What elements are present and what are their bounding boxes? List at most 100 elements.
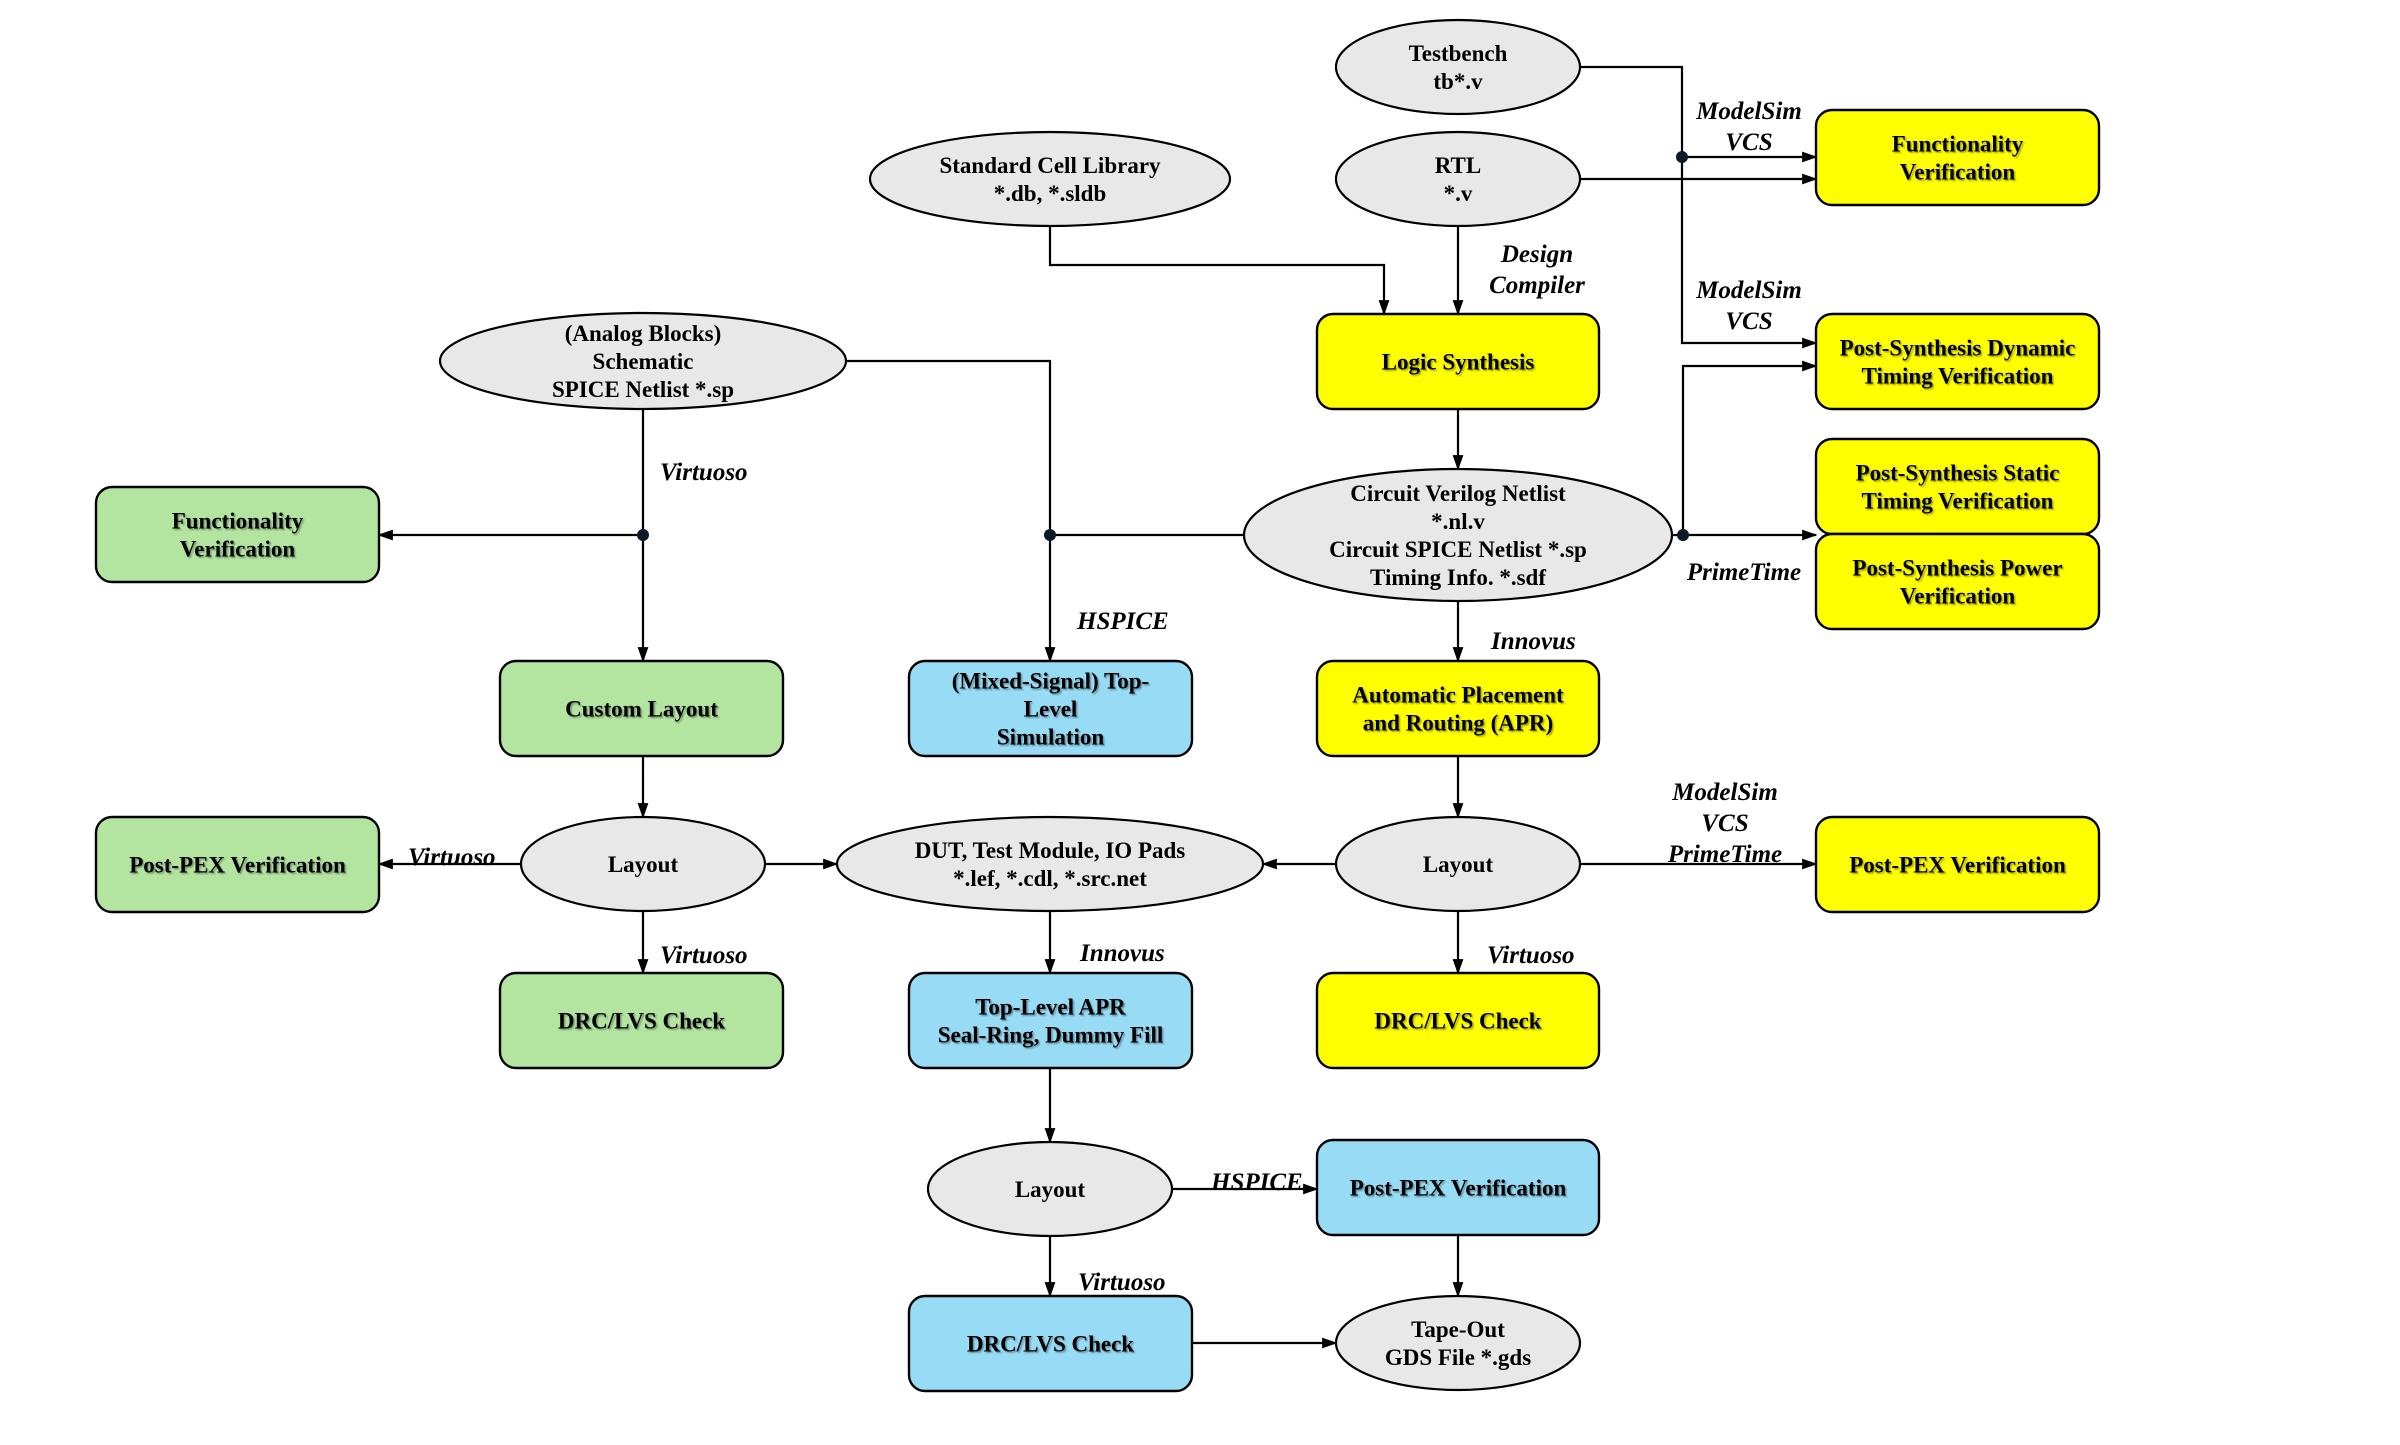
node-label: Post-Synthesis Power xyxy=(1852,556,2062,581)
tool-label: Innovus xyxy=(1490,628,1576,655)
node-label: Functionality xyxy=(1892,132,2024,157)
node-label: Post-Synthesis Dynamic xyxy=(1840,336,2076,361)
node-label: Simulation xyxy=(997,725,1105,750)
node-dut-pads: DUT, Test Module, IO Pads*.lef, *.cdl, *… xyxy=(835,815,1265,913)
data-ellipse xyxy=(1334,18,1582,116)
node-label: Circuit SPICE Netlist *.sp xyxy=(1329,537,1587,562)
node-label: Verification xyxy=(180,537,296,562)
node-label: Post-PEX Verification xyxy=(1350,1176,1567,1201)
node-label: Top-Level APR xyxy=(975,995,1126,1020)
node-label: and Routing (APR) xyxy=(1363,711,1553,736)
node-label: DRC/LVS Check xyxy=(1374,1009,1541,1034)
node-label: (Analog Blocks) xyxy=(565,321,722,346)
edge-testbench-bus xyxy=(1580,65,1818,349)
data-ellipse xyxy=(868,130,1232,228)
process-box xyxy=(1814,815,2101,914)
data-ellipse xyxy=(926,1140,1174,1238)
edge-label-lbl-virtuoso-drc-analog: Virtuoso xyxy=(660,942,748,969)
node-label: *.lef, *.cdl, *.src.net xyxy=(953,866,1147,891)
tool-label: Virtuoso xyxy=(1487,942,1575,969)
node-label: Verification xyxy=(1900,160,2016,185)
connector-layer xyxy=(377,65,1818,1349)
tool-label: Innovus xyxy=(1079,940,1165,967)
tool-label: VCS xyxy=(1701,810,1748,837)
node-label: GDS File *.gds xyxy=(1385,1345,1531,1370)
process-box xyxy=(1814,312,2101,411)
junction-dot xyxy=(637,529,649,541)
edge-label-lbl-virtuoso-pex: Virtuoso xyxy=(408,844,496,871)
data-ellipse xyxy=(1334,130,1582,228)
tool-label: Virtuoso xyxy=(1078,1269,1166,1296)
data-ellipse xyxy=(1334,1294,1582,1392)
edge-label-lbl-hspice-mixed: HSPICE xyxy=(1076,608,1169,635)
node-logic-synthesis: Logic Synthesis xyxy=(1315,312,1601,411)
process-box xyxy=(1814,532,2101,631)
node-label: Verification xyxy=(1900,584,2016,609)
node-label: Testbench xyxy=(1409,41,1508,66)
process-box xyxy=(907,1294,1194,1393)
node-label: Seal-Ring, Dummy Fill xyxy=(938,1023,1164,1048)
node-layout-top: Layout xyxy=(926,1140,1174,1238)
node-label: (Mixed-Signal) Top- xyxy=(952,669,1149,694)
data-ellipse xyxy=(1334,815,1582,913)
process-box xyxy=(1315,971,1601,1070)
node-label: Layout xyxy=(1423,852,1494,877)
tool-label: Compiler xyxy=(1489,272,1585,299)
node-label: Logic Synthesis xyxy=(1382,350,1535,375)
node-custom-layout: Custom Layout xyxy=(498,659,785,758)
edge-label-lbl-innovus-apr: Innovus xyxy=(1490,628,1576,655)
node-label: Post-PEX Verification xyxy=(1849,853,2066,878)
data-ellipse xyxy=(835,815,1265,913)
process-box xyxy=(498,659,785,758)
node-label: *.nl.v xyxy=(1431,509,1485,534)
tool-label: Virtuoso xyxy=(660,459,748,486)
node-layout-digital: Layout xyxy=(1334,815,1582,913)
edge-analog-mixed xyxy=(846,359,1056,663)
node-label: Custom Layout xyxy=(565,697,718,722)
data-ellipse xyxy=(1242,467,1674,603)
process-box xyxy=(1814,437,2101,536)
tool-label: ModelSim xyxy=(1671,779,1778,806)
process-box xyxy=(1315,1138,1601,1237)
node-label: Timing Verification xyxy=(1862,489,2054,514)
edge-label-lbl-hspice-top: HSPICE xyxy=(1210,1169,1303,1196)
process-box xyxy=(1315,659,1601,758)
process-box xyxy=(94,485,381,584)
node-label: RTL xyxy=(1435,153,1481,178)
tool-label: PrimeTime xyxy=(1686,559,1801,586)
tool-label: VCS xyxy=(1725,308,1772,335)
node-post-pex-digital: Post-PEX Verification xyxy=(1814,815,2101,914)
node-label: Timing Info. *.sdf xyxy=(1370,565,1546,590)
data-ellipse xyxy=(438,311,848,411)
node-drc-lvs-digital: DRC/LVS Check xyxy=(1315,971,1601,1070)
node-label: SPICE Netlist *.sp xyxy=(552,377,734,402)
node-label: Post-Synthesis Static xyxy=(1856,461,2060,486)
node-apr: Automatic Placement and Routing (APR) xyxy=(1315,659,1601,758)
node-label: Circuit Verilog Netlist xyxy=(1350,481,1566,506)
node-label: *.db, *.sldb xyxy=(994,181,1107,206)
process-box xyxy=(1315,312,1601,411)
node-label: Schematic xyxy=(593,349,694,374)
node-label: Timing Verification xyxy=(1862,364,2054,389)
node-rtl: RTL*.v xyxy=(1334,130,1582,228)
node-label: DRC/LVS Check xyxy=(558,1009,725,1034)
tool-label: VCS xyxy=(1725,129,1772,156)
tool-label: ModelSim xyxy=(1695,277,1802,304)
edge-label-lbl-primetime: PrimeTime xyxy=(1686,559,1801,586)
node-label: Automatic Placement xyxy=(1352,683,1564,708)
data-ellipse xyxy=(519,815,767,913)
